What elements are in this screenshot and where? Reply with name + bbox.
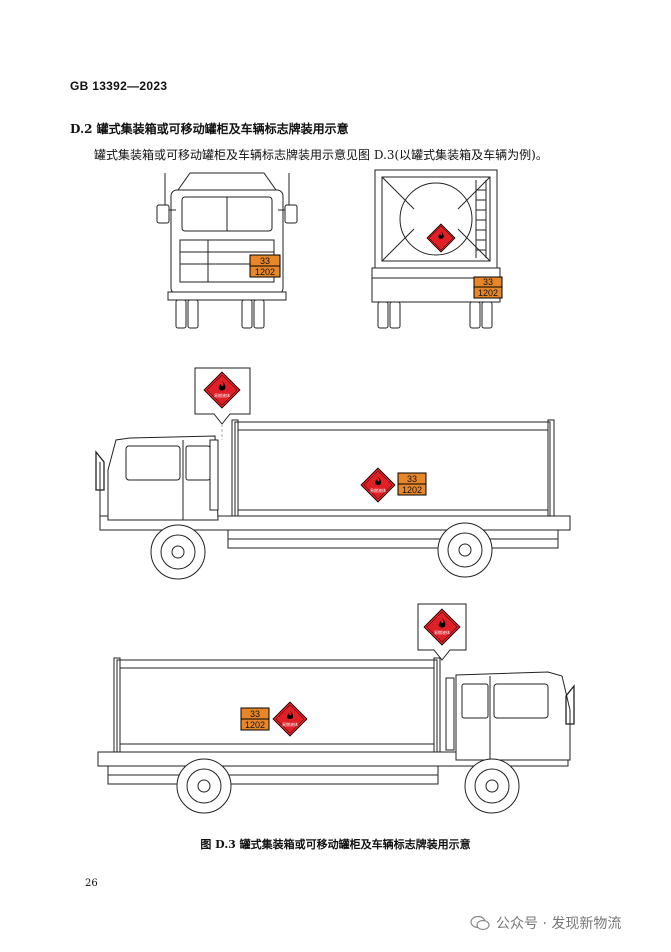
watermark: 公众号 · 发现新物流: [470, 913, 621, 933]
truck-front-view: [156, 172, 298, 329]
placard-rear: 33 1202: [473, 276, 503, 299]
section-paragraph: 罐式集装箱或可移动罐柜及车辆标志牌装用示意见图 D.3(以罐式集装箱及车辆为例)…: [94, 148, 548, 162]
hazard-label-cab-left: 易燃液体: [203, 371, 241, 409]
placard-un-number: 1202: [245, 720, 265, 730]
hazard-label-text: 易燃液体: [434, 629, 450, 635]
placard-un-number: 1202: [478, 288, 498, 298]
watermark-text: 公众号 · 发现新物流: [496, 916, 622, 932]
placard-un-number: 1202: [255, 267, 275, 277]
hazard-label-rear: [426, 223, 456, 253]
hazard-label-text: 易燃液体: [282, 721, 298, 727]
placard-hazard-id: 33: [260, 256, 270, 266]
standard-id: GB 13392—2023: [70, 79, 168, 93]
section-title: D.2 罐式集装箱或可移动罐柜及车辆标志牌装用示意: [70, 122, 349, 136]
hazard-label-cab-right: 易燃液体: [423, 608, 461, 646]
tank-rear-view: [371, 169, 501, 329]
hazard-label-tank-right: 易燃液体: [272, 701, 308, 737]
hazard-label-text: 易燃液体: [214, 392, 230, 398]
placard-front: 33 1202: [249, 254, 281, 278]
truck-side-view-right: [97, 603, 575, 814]
page-number: 26: [85, 878, 98, 889]
placard-side-right: 33 1202: [240, 707, 270, 731]
placard-un-number: 1202: [402, 485, 422, 495]
placard-hazard-id: 33: [483, 277, 493, 287]
hazard-label-tank-left: 易燃液体: [360, 467, 396, 503]
hazard-label-text: 易燃液体: [370, 487, 386, 493]
figure-caption: 图 D.3 罐式集装箱或可移动罐柜及车辆标志牌装用示意: [200, 838, 471, 851]
placard-side-left: 33 1202: [397, 472, 427, 496]
placard-hazard-id: 33: [407, 474, 417, 484]
wechat-icon: [470, 915, 490, 931]
placard-hazard-id: 33: [250, 709, 260, 719]
truck-side-view-left: [95, 367, 571, 580]
